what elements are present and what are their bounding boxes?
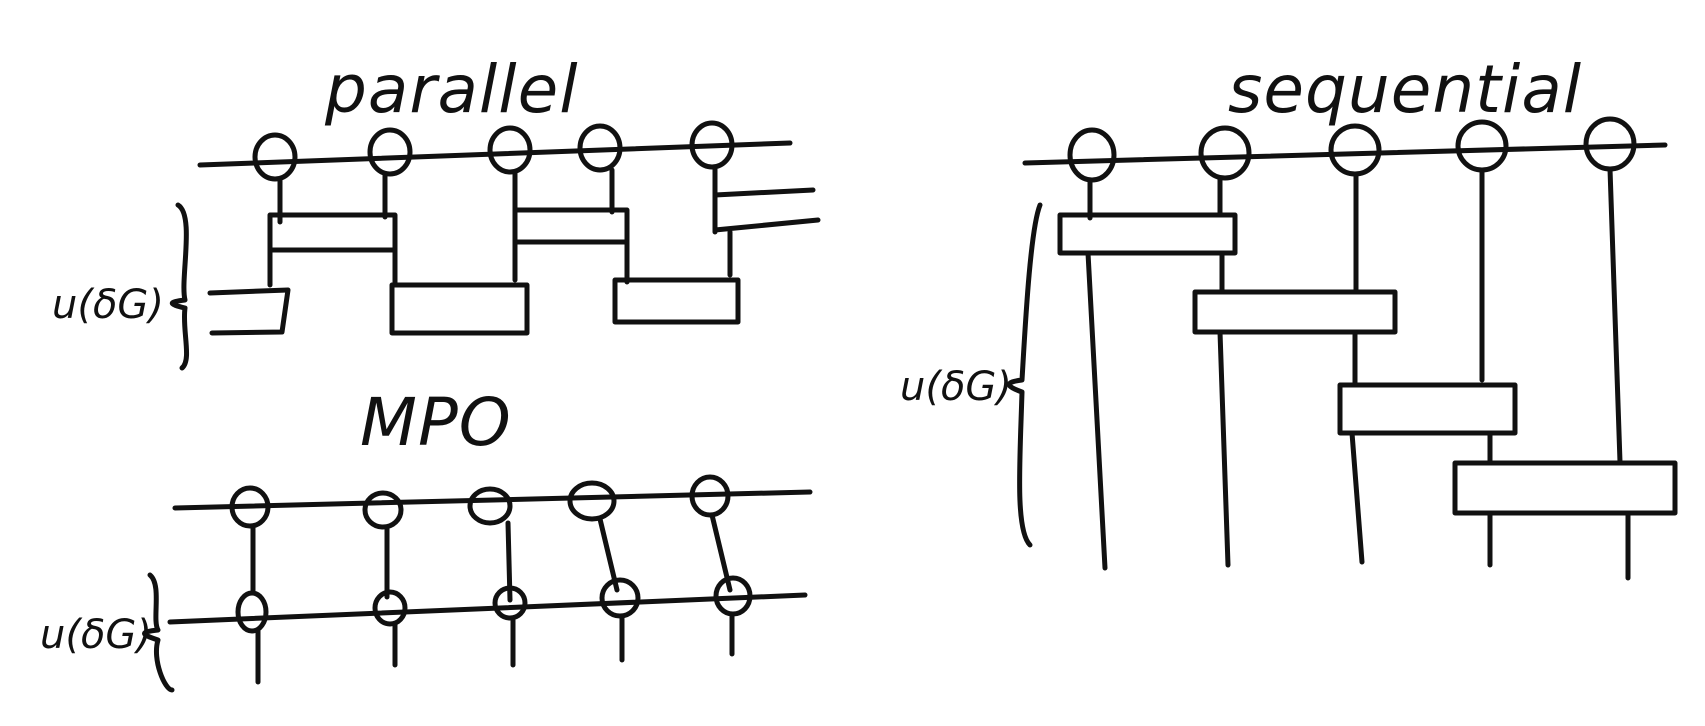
mpo-mps-site-2 <box>362 490 404 530</box>
mpo-operator-site-3 <box>492 585 528 621</box>
parallel-edge-legs <box>712 187 821 233</box>
sequential-mps-site-2 <box>1198 125 1252 181</box>
sequential-output-legs <box>1085 250 1631 581</box>
sequential-site-legs <box>1087 166 1623 465</box>
parallel-mps-site-5 <box>689 120 735 170</box>
mpo-mps-site-4 <box>567 480 617 522</box>
sequential-gate-3 <box>1337 382 1518 436</box>
parallel-brace-label: u(δG) <box>52 282 164 328</box>
parallel-gate-4 <box>389 282 530 336</box>
mpo-operator-bond <box>167 592 808 625</box>
mpo-mps-bond <box>172 489 813 511</box>
mpo-mps-site-1 <box>229 485 271 529</box>
sequential-mps-site-3 <box>1328 123 1382 177</box>
parallel-gate-1 <box>267 212 398 253</box>
parallel-physical-legs <box>277 164 718 235</box>
mpo-title: MPO <box>360 384 512 461</box>
mpo-operator-site-2 <box>372 589 408 627</box>
sequential-diagram: sequential u(δG) <box>900 51 1678 581</box>
parallel-gate-connectors <box>267 229 733 288</box>
parallel-mps-site-4 <box>577 123 623 173</box>
parallel-gate-3 <box>207 287 291 336</box>
parallel-mps-site-1 <box>252 132 298 182</box>
sequential-mps-site-4 <box>1455 119 1509 173</box>
sequential-gate-4 <box>1452 460 1678 516</box>
parallel-gate-2 <box>512 207 630 245</box>
mpo-virtual-links <box>250 512 733 603</box>
parallel-mps-site-2 <box>367 127 413 177</box>
sequential-gate-1 <box>1057 212 1238 256</box>
parallel-diagram: parallel u(δG) <box>52 51 821 371</box>
sequential-mps-site-1 <box>1067 127 1117 183</box>
mpo-diagram: MPO u(δG) <box>40 384 813 693</box>
sequential-gate-2 <box>1192 289 1398 335</box>
sequential-brace <box>1006 202 1043 548</box>
sequential-mps-bond <box>1022 142 1668 166</box>
mpo-operator-site-1 <box>235 590 269 634</box>
sequential-brace-label: u(δG) <box>900 364 1012 410</box>
mpo-mps-site-3 <box>467 486 513 526</box>
mpo-physical-legs <box>255 611 735 685</box>
mpo-brace <box>142 572 175 693</box>
mpo-brace-label: u(δG) <box>40 612 152 658</box>
parallel-brace <box>169 202 190 371</box>
parallel-mps-site-3 <box>487 125 533 175</box>
parallel-title: parallel <box>324 51 579 128</box>
mpo-operator-site-4 <box>599 577 641 619</box>
parallel-gate-5 <box>612 277 741 325</box>
sequential-title: sequential <box>1228 51 1582 128</box>
